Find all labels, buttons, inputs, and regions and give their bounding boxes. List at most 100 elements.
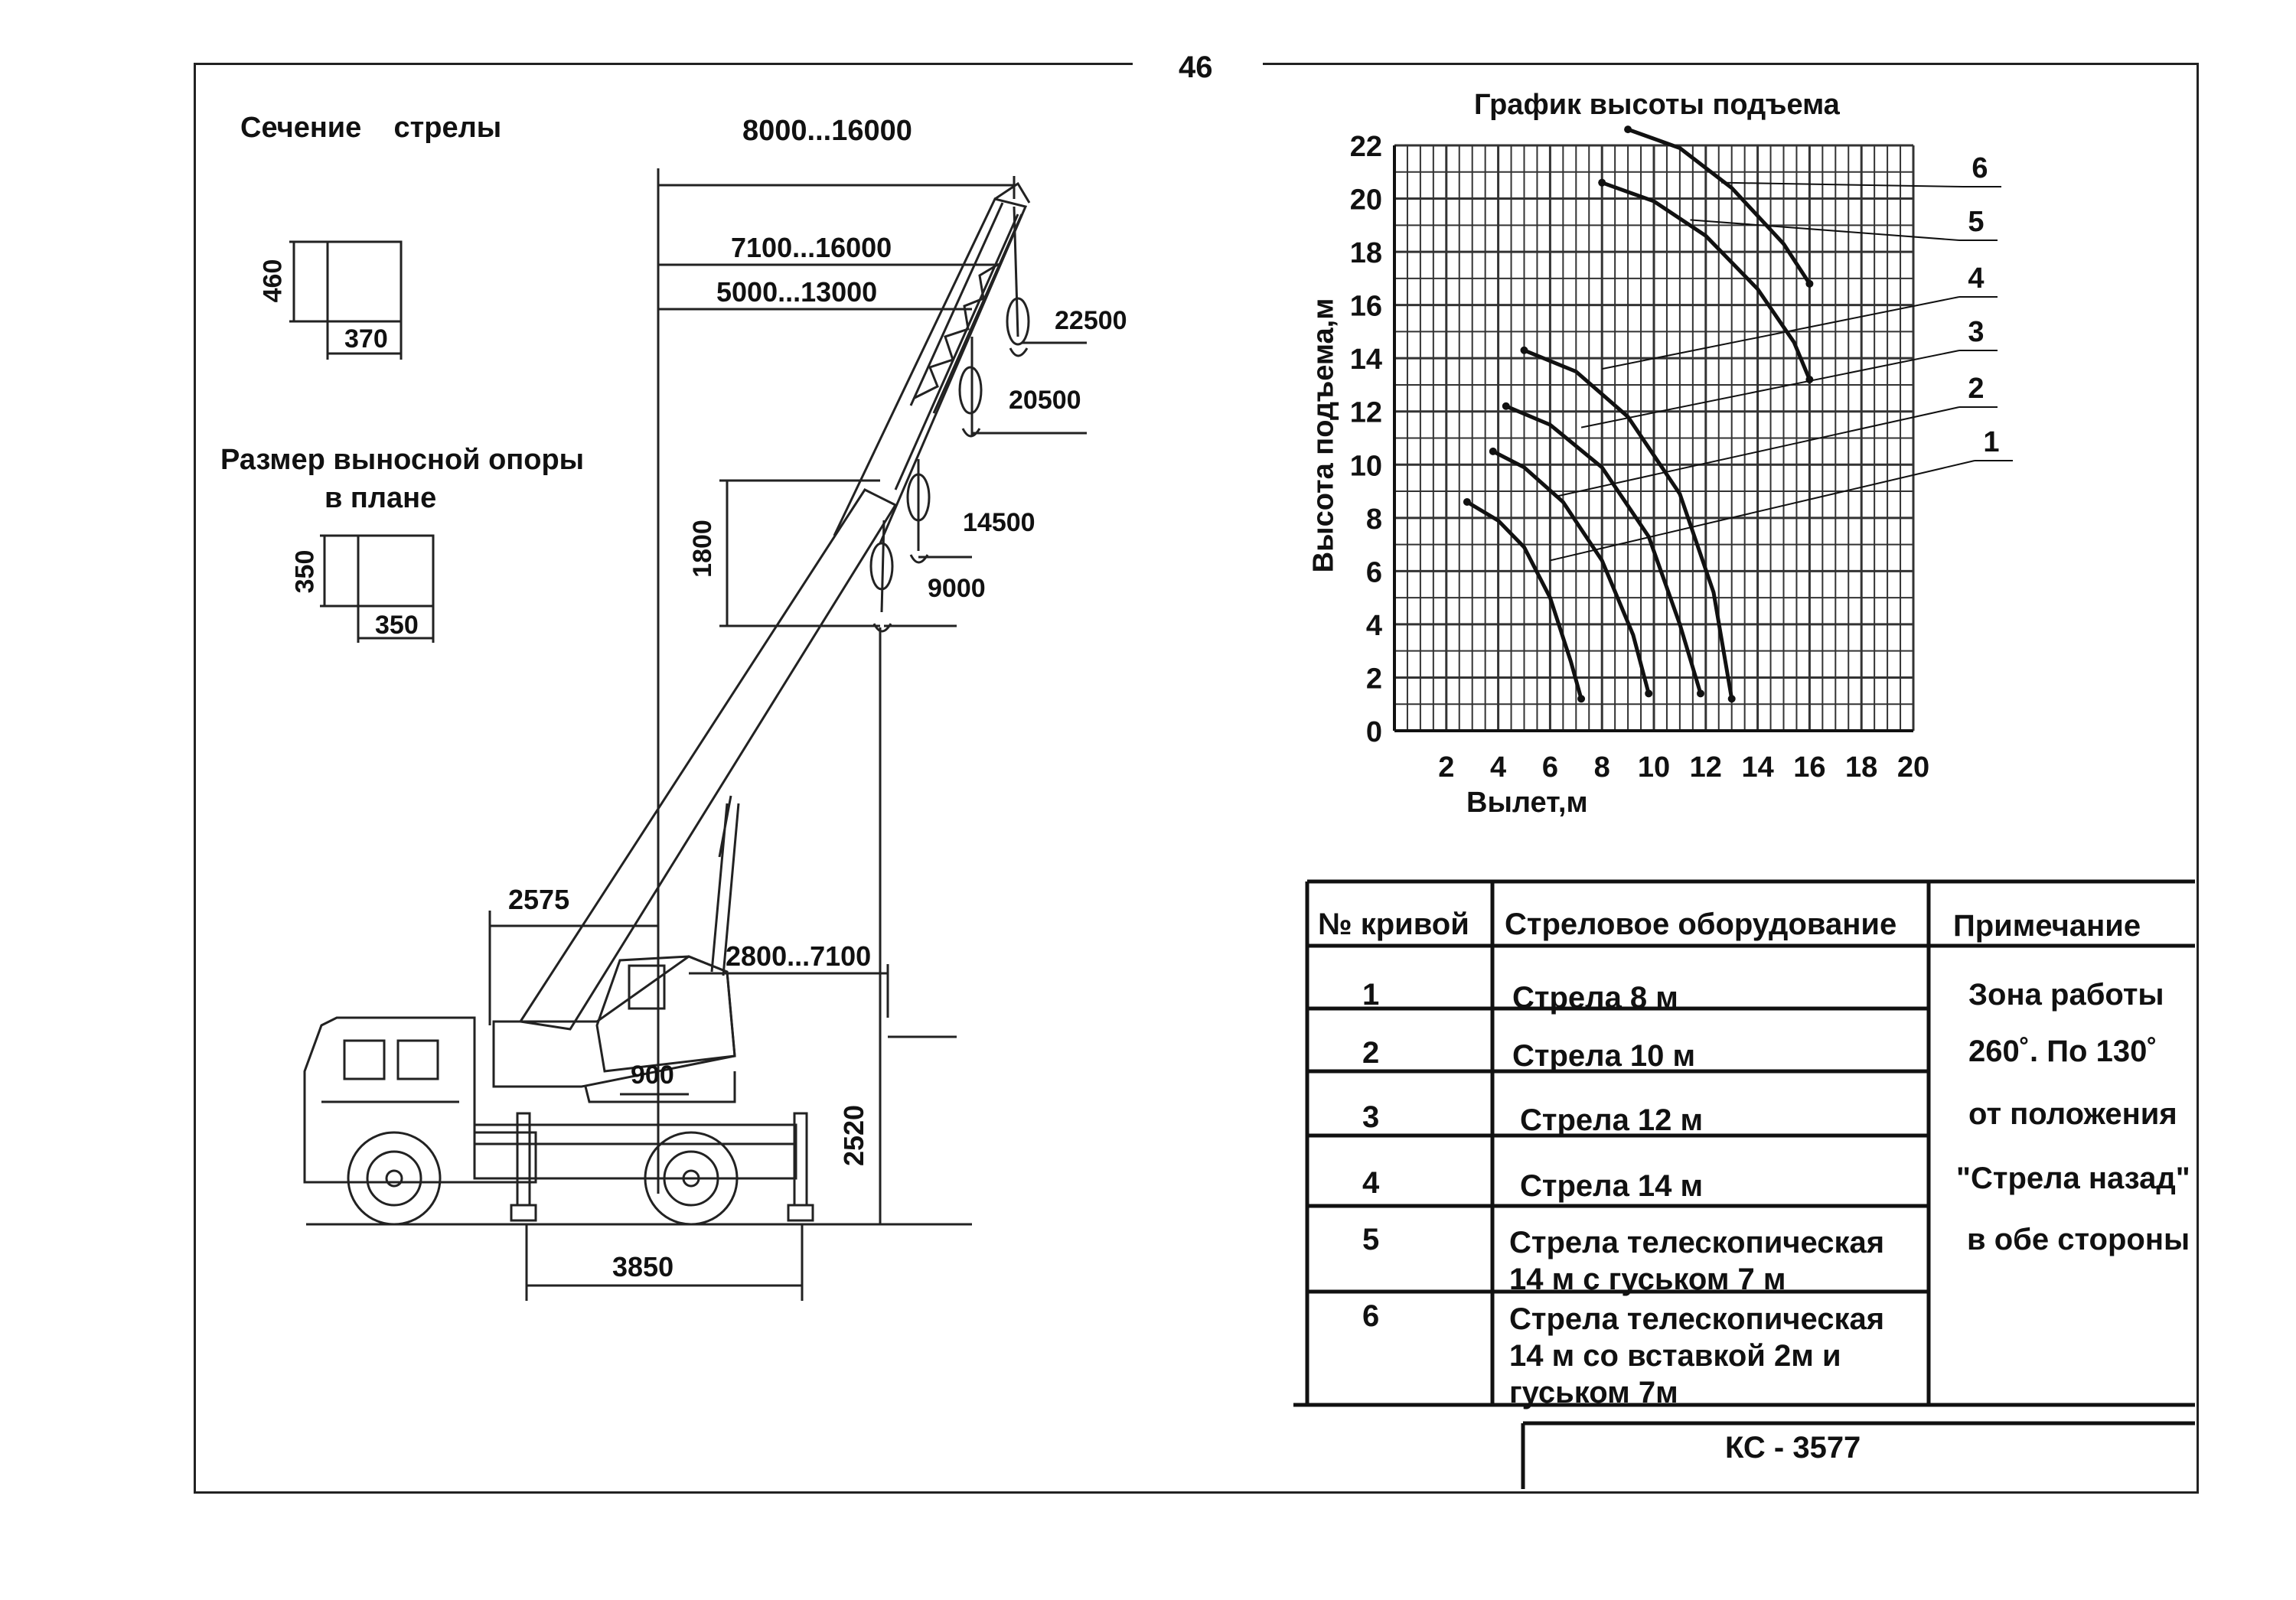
curve-label-leader: [1550, 460, 1975, 562]
series-point-4: [1520, 346, 1528, 354]
dim-hook-14500: 14500: [963, 508, 1035, 537]
y-tick-label: 16: [1350, 291, 1382, 323]
y-tick-label: 8: [1366, 503, 1382, 536]
series-point-6: [1805, 279, 1814, 288]
curve-label-4: 4: [1968, 262, 1984, 295]
outrigger-title-line1: Размер выносной опоры: [220, 444, 585, 476]
y-tick-label: 14: [1350, 344, 1382, 376]
series-point-1: [1577, 695, 1586, 703]
table-row-equipment: гуськом 7м: [1509, 1376, 1678, 1409]
series-curve-5: [1601, 181, 1812, 380]
table-header-num: № кривой: [1318, 908, 1469, 941]
dim-900: 900: [631, 1061, 674, 1090]
rear-wheel: [644, 1131, 739, 1226]
note-line-3: от положения: [1968, 1097, 2177, 1131]
dim-hook-9000: 9000: [928, 574, 986, 603]
dim-3850: 3850: [612, 1251, 674, 1282]
x-tick-label: 18: [1845, 751, 1877, 784]
x-tick-label: 10: [1638, 751, 1670, 784]
curve-label-leader: [1690, 219, 1960, 241]
x-tick-label: 2: [1438, 751, 1454, 784]
series-curve-3: [1505, 404, 1703, 695]
note-line-2: 260˚. По 130˚: [1968, 1035, 2157, 1068]
series-curve-1: [1466, 500, 1583, 699]
table-row-num: 3: [1362, 1100, 1380, 1134]
series-curve-4: [1523, 348, 1734, 699]
curve-label-leader: [1554, 406, 1960, 497]
dim-hook-22500: 22500: [1055, 306, 1127, 335]
table-row-num: 4: [1362, 1166, 1380, 1200]
x-tick-label: 6: [1542, 751, 1558, 784]
boom-upper: [894, 213, 1019, 490]
table-row-num: 1: [1362, 978, 1380, 1012]
table-row-equipment: Стрела 12 м: [1520, 1103, 1704, 1137]
table-row-num: 6: [1362, 1299, 1380, 1333]
curve-label-6: 6: [1971, 152, 1988, 184]
table-row-equipment: Стрела телескопическая: [1509, 1226, 1885, 1259]
table-row-num: 2: [1362, 1036, 1380, 1070]
lattice-jib: [909, 202, 1023, 414]
dim-hook-20500: 20500: [1009, 386, 1081, 415]
outrigger-title-line2: в плане: [325, 482, 437, 514]
series-point-2: [1489, 447, 1497, 455]
y-tick-label: 6: [1366, 556, 1382, 588]
series-point-1: [1463, 497, 1471, 506]
dim-boom-width: 370: [344, 324, 388, 354]
page-number: 46: [1179, 51, 1213, 84]
front-wheel: [347, 1131, 442, 1226]
table-row-num: 5: [1362, 1223, 1380, 1256]
table-header-equipment: Стреловое оборудование: [1505, 908, 1897, 941]
dim-reach-total: 8000...16000: [742, 115, 912, 147]
table-row-equipment: Стрела 8 м: [1512, 981, 1678, 1015]
dim-2800-7100: 2800...7100: [726, 940, 872, 972]
series-curve-2: [1492, 449, 1651, 694]
boom-section-title: Сечение стрелы: [240, 112, 502, 144]
table-header-note: Примечание: [1953, 909, 2141, 943]
model-name: КС - 3577: [1725, 1431, 1861, 1465]
series-point-5: [1598, 178, 1606, 187]
curve-label-3: 3: [1968, 316, 1984, 348]
y-tick-label: 12: [1350, 397, 1382, 429]
page-number-gap: [1133, 54, 1263, 77]
table-row-equipment: Стрела 14 м: [1520, 1169, 1704, 1203]
curve-label-1: 1: [1983, 426, 1999, 458]
curve-label-leader: [1602, 296, 1960, 370]
y-tick-label: 18: [1350, 237, 1382, 269]
curve-label-leader: [1721, 181, 1964, 187]
series-point-4: [1727, 695, 1736, 703]
x-tick-label: 4: [1490, 751, 1506, 784]
dim-reach-2: 7100...16000: [731, 232, 892, 263]
note-line-5: в обе стороны: [1967, 1223, 2190, 1256]
y-tick-label: 2: [1366, 663, 1382, 695]
note-line-4: "Стрела назад": [1956, 1162, 2190, 1195]
boom-section-square: [326, 240, 403, 323]
y-tick-label: 0: [1366, 716, 1382, 748]
table-row-equipment: 14 м со вставкой 2м и: [1509, 1339, 1841, 1373]
series-point-2: [1645, 689, 1653, 698]
dim-2575: 2575: [508, 884, 570, 915]
lift-cylinder: [710, 795, 740, 976]
y-tick-label: 20: [1350, 184, 1382, 217]
chassis: [473, 1123, 797, 1180]
table-row-equipment: Стрела 10 м: [1512, 1039, 1696, 1073]
y-tick-label: 10: [1350, 450, 1382, 482]
curve-label-leader: [1580, 350, 1960, 429]
x-tick-label: 8: [1594, 751, 1610, 784]
x-tick-label: 14: [1741, 751, 1773, 784]
dim-outrigger-width: 350: [375, 611, 419, 640]
y-tick-label: 4: [1366, 610, 1382, 642]
table-row-equipment: Стрела телескопическая: [1509, 1302, 1885, 1336]
outrigger-square: [357, 534, 435, 608]
series-point-3: [1697, 689, 1705, 698]
x-tick-label: 16: [1793, 751, 1825, 784]
chart-title: График высоты подъема: [1474, 89, 1840, 121]
chart-xlabel: Вылет,м: [1466, 787, 1588, 819]
series-curve-6: [1627, 127, 1812, 285]
table-row-equipment: 14 м с гуськом 7 м: [1509, 1263, 1786, 1296]
curve-label-2: 2: [1968, 373, 1984, 405]
series-point-6: [1624, 125, 1632, 134]
